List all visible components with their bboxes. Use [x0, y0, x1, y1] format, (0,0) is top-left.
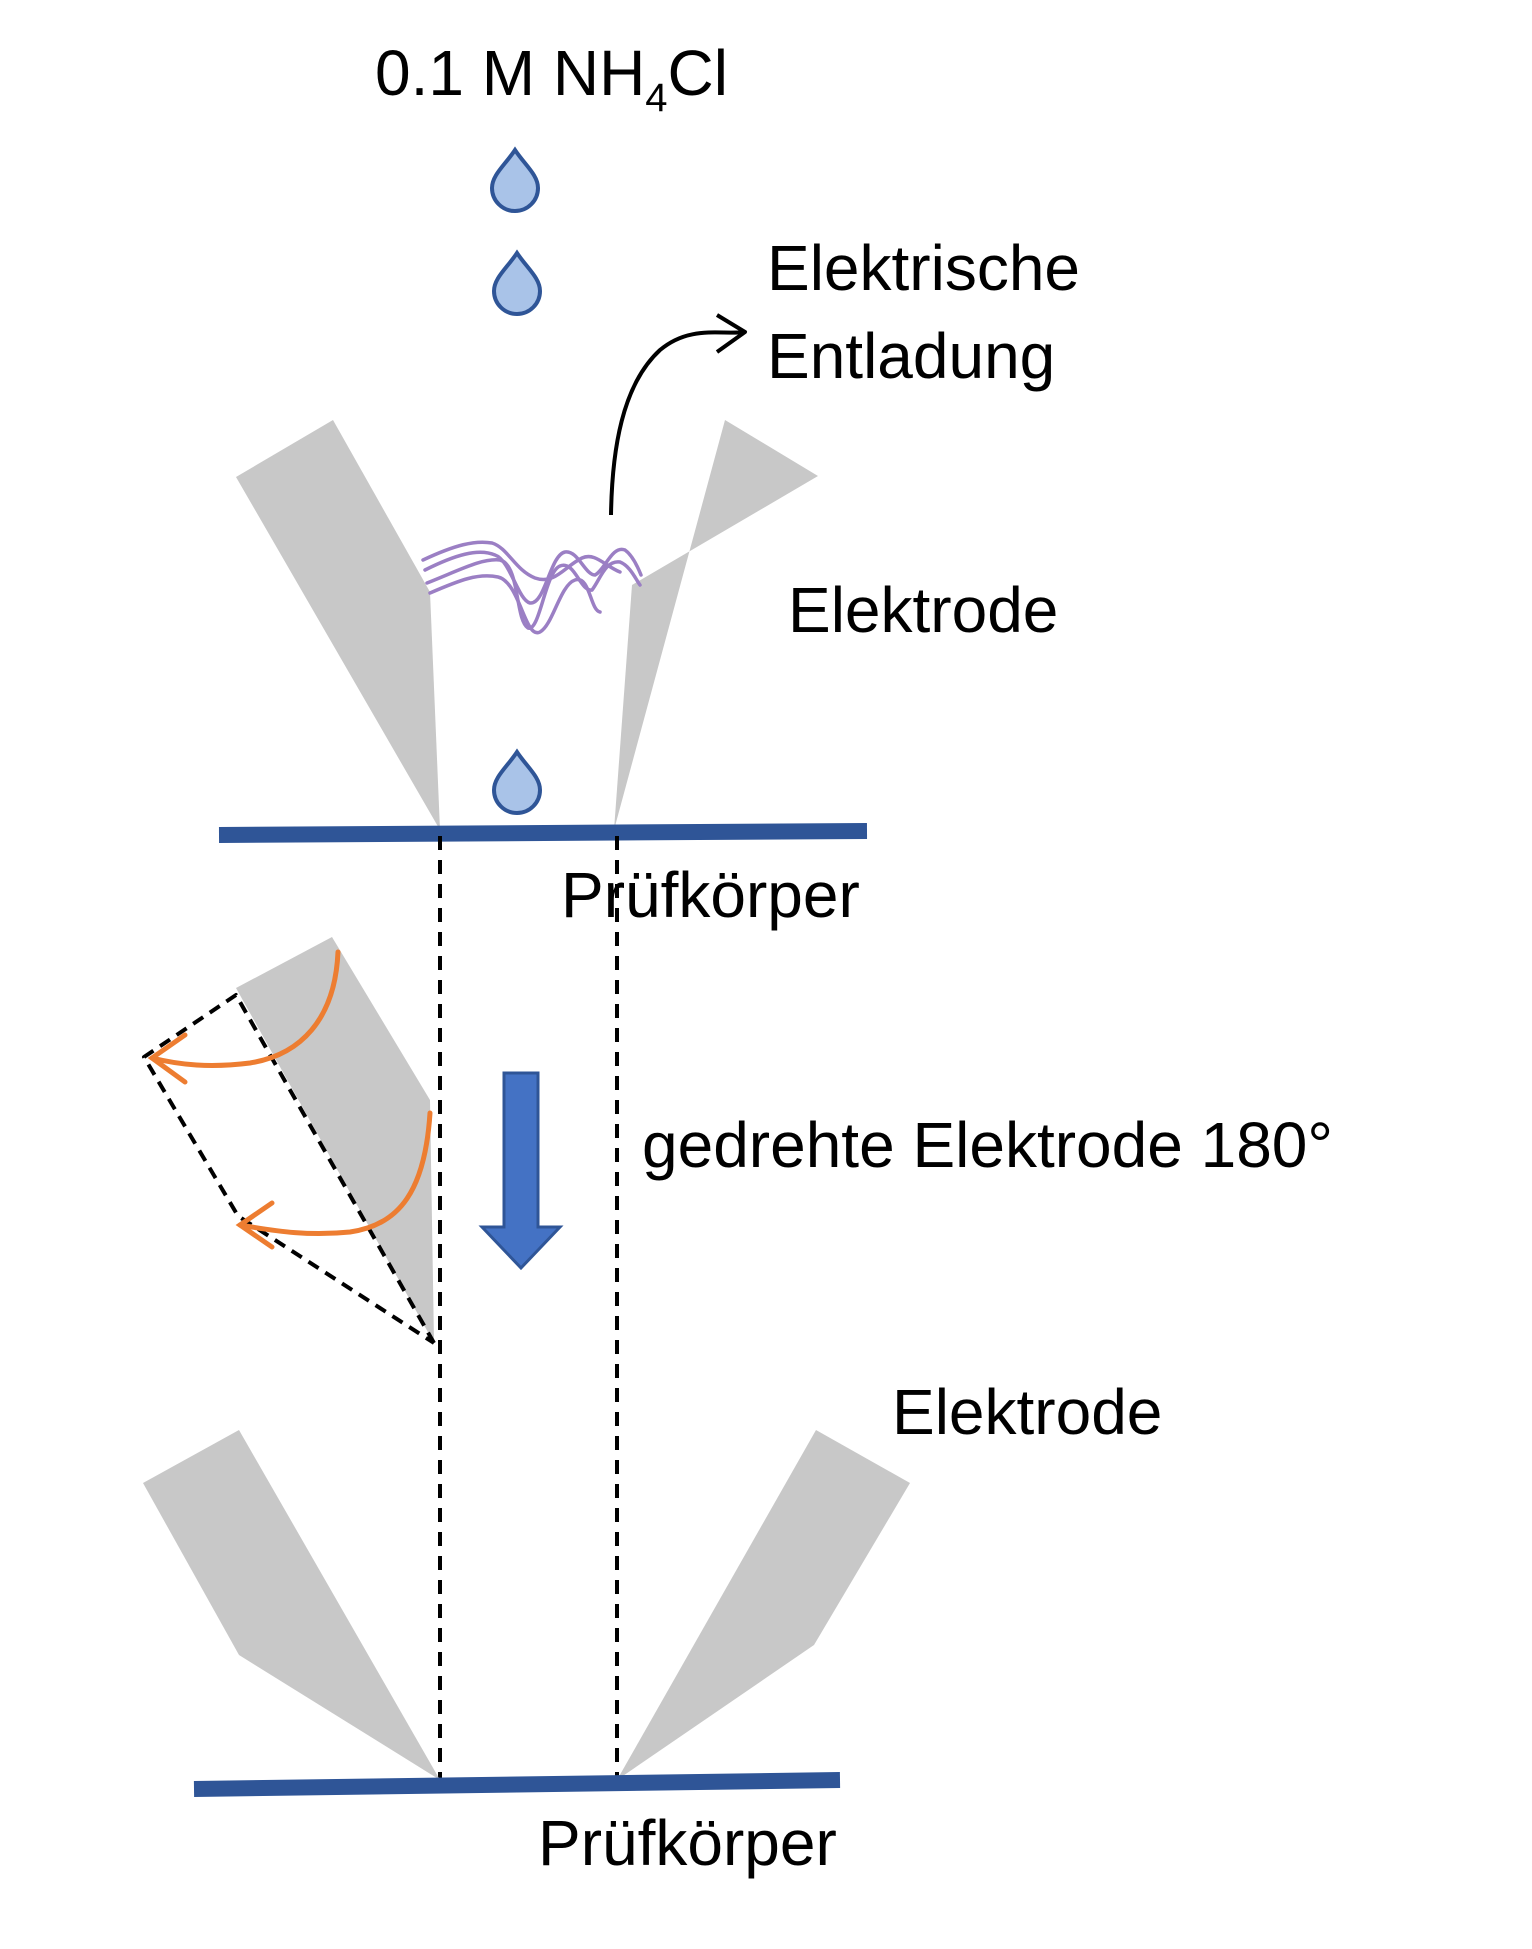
- electrode-right-bottom: [617, 1430, 910, 1780]
- rotation-arrow-icon: [149, 949, 341, 1068]
- specimen-top: [218, 823, 868, 843]
- discharge-arrow: [609, 330, 746, 516]
- specimen-bottom: [193, 1772, 841, 1797]
- discharge-label-line2: Entladung: [767, 320, 1055, 392]
- electrode-right-top: [614, 420, 818, 830]
- rotated-electrode-label: gedrehte Elektrode 180°: [642, 1109, 1333, 1181]
- droplet-icon: [489, 146, 541, 213]
- discharge-spark: [421, 540, 643, 635]
- specimen-label-bottom: Prüfkörper: [538, 1807, 837, 1879]
- arrow-head-icon: [147, 1032, 188, 1085]
- electrode-rotating: [236, 937, 434, 1343]
- solution-label: 0.1 M NH4Cl: [375, 37, 728, 120]
- rotated-electrode-outline: [142, 993, 436, 1345]
- droplet-icon: [491, 249, 543, 316]
- electrode-left-top: [236, 420, 440, 830]
- arrow-head-icon: [235, 1200, 275, 1250]
- down-arrow-icon: [478, 1071, 564, 1271]
- discharge-label-line1: Elektrische: [767, 232, 1080, 304]
- electrode-left-bottom: [143, 1430, 440, 1780]
- electrode-label-bottom: Elektrode: [892, 1376, 1162, 1448]
- specimen-label-top: Prüfkörper: [561, 859, 860, 931]
- droplet-icon: [491, 748, 543, 815]
- rotation-arrow-icon: [237, 1110, 433, 1237]
- rotation-arrows: [147, 949, 433, 1250]
- arrow-head-icon: [715, 313, 747, 354]
- electrode-label-top: Elektrode: [788, 574, 1058, 646]
